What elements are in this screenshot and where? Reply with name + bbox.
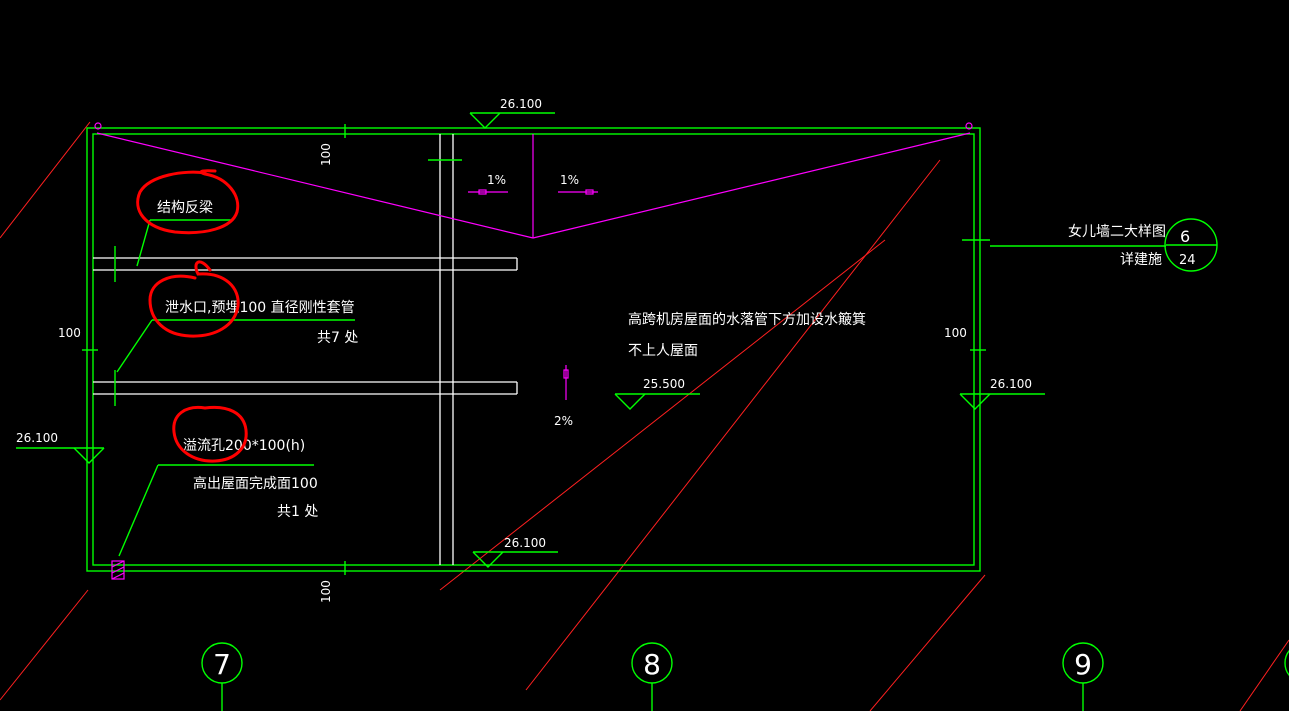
highlight-circle xyxy=(172,405,248,463)
elevation-triangle xyxy=(614,393,646,410)
slope-lines xyxy=(94,122,973,580)
overflow-hole-hatch xyxy=(111,572,125,580)
axis-bubble-9[interactable]: 9 xyxy=(1062,642,1104,711)
axis-bubble-partial[interactable]: 1 xyxy=(1284,643,1289,683)
overflow-hole xyxy=(111,560,125,580)
structural-beam-label: 结构反梁 xyxy=(157,200,213,216)
slope-arrow-right-head xyxy=(585,189,594,195)
highlight-marks xyxy=(136,169,248,463)
highlight-circle xyxy=(136,169,240,235)
axis-bubble-7[interactable]: 7 xyxy=(201,642,243,711)
dimension-ticks xyxy=(82,124,990,575)
parapet-detail-ref: 详建施 xyxy=(1120,252,1162,268)
diagonal-line xyxy=(439,239,886,591)
elevation-machine-room[interactable]: 25.500 xyxy=(614,377,700,410)
valley-line xyxy=(96,132,534,239)
roof-type-label: 不上人屋面 xyxy=(628,343,698,359)
drain-point xyxy=(965,122,973,130)
valley-line xyxy=(532,132,971,239)
structural-beams xyxy=(93,134,518,565)
parapet-detail-title: 女儿墙二大样图 xyxy=(1068,223,1166,240)
diagonal-line xyxy=(869,574,986,711)
callout-sheet: 24 xyxy=(1179,253,1196,268)
slope-arrow-left-head xyxy=(478,189,487,195)
leader xyxy=(118,464,159,557)
elevation-right-label: 26.100 xyxy=(990,377,1032,391)
elevation-triangle xyxy=(472,551,504,568)
slope-right-label: 1% xyxy=(560,173,579,187)
slope-arrow-center-head xyxy=(563,369,569,379)
dim-left-label: 100 xyxy=(58,326,81,340)
roof-note-label: 高跨机房屋面的水落管下方加设水簸箕 xyxy=(628,311,866,328)
elevation-bottom-label: 26.100 xyxy=(504,536,546,550)
elevation-machine-room-label: 25.500 xyxy=(643,377,685,391)
elevation-left[interactable]: 26.100 xyxy=(16,431,105,464)
leader xyxy=(116,319,153,373)
leader xyxy=(136,219,151,267)
elevation-left-label: 26.100 xyxy=(16,431,58,445)
elevation-top[interactable]: 26.100 xyxy=(469,97,555,129)
axis-label: 7 xyxy=(213,648,231,681)
dim-right-label: 100 xyxy=(944,326,967,340)
overflow-hole-hatch xyxy=(111,566,125,574)
slope-left-label: 1% xyxy=(487,173,506,187)
highlight-circle xyxy=(148,260,240,338)
dim-bottom-label: 100 xyxy=(319,580,333,603)
drain-outlet-label: 泄水口,预埋100 直径刚性套管 xyxy=(165,299,355,316)
overflow-height-label: 高出屋面完成面100 xyxy=(193,475,318,492)
diagonal-line xyxy=(1239,639,1289,711)
diagonal-line xyxy=(525,159,941,691)
callout-number: 6 xyxy=(1180,227,1190,246)
axis-bubble-8[interactable]: 8 xyxy=(631,642,673,711)
drain-point xyxy=(94,122,102,130)
overflow-count-label: 共1 处 xyxy=(277,504,318,520)
detail-callout[interactable]: 6 24 女儿墙二大样图 详建施 xyxy=(990,218,1218,272)
axis-label: 8 xyxy=(643,648,661,681)
diagonal-lines xyxy=(0,121,1289,711)
leader-lines xyxy=(116,219,355,557)
elevation-bottom[interactable]: 26.100 xyxy=(472,536,558,568)
elevation-triangle xyxy=(73,447,105,464)
diagonal-line xyxy=(0,589,89,701)
elevation-triangle xyxy=(959,393,991,410)
axis-label: 9 xyxy=(1074,648,1092,681)
elevation-triangle xyxy=(469,112,501,129)
slope-center-label: 2% xyxy=(554,414,573,428)
elevation-right[interactable]: 26.100 xyxy=(959,377,1045,410)
overflow-hole-hatch xyxy=(111,560,125,568)
diagonal-line xyxy=(0,121,91,239)
drain-count-label: 共7 处 xyxy=(317,330,358,346)
dim-top-label: 100 xyxy=(319,143,333,166)
axis-circle xyxy=(1284,649,1289,677)
elevation-top-label: 26.100 xyxy=(500,97,542,111)
